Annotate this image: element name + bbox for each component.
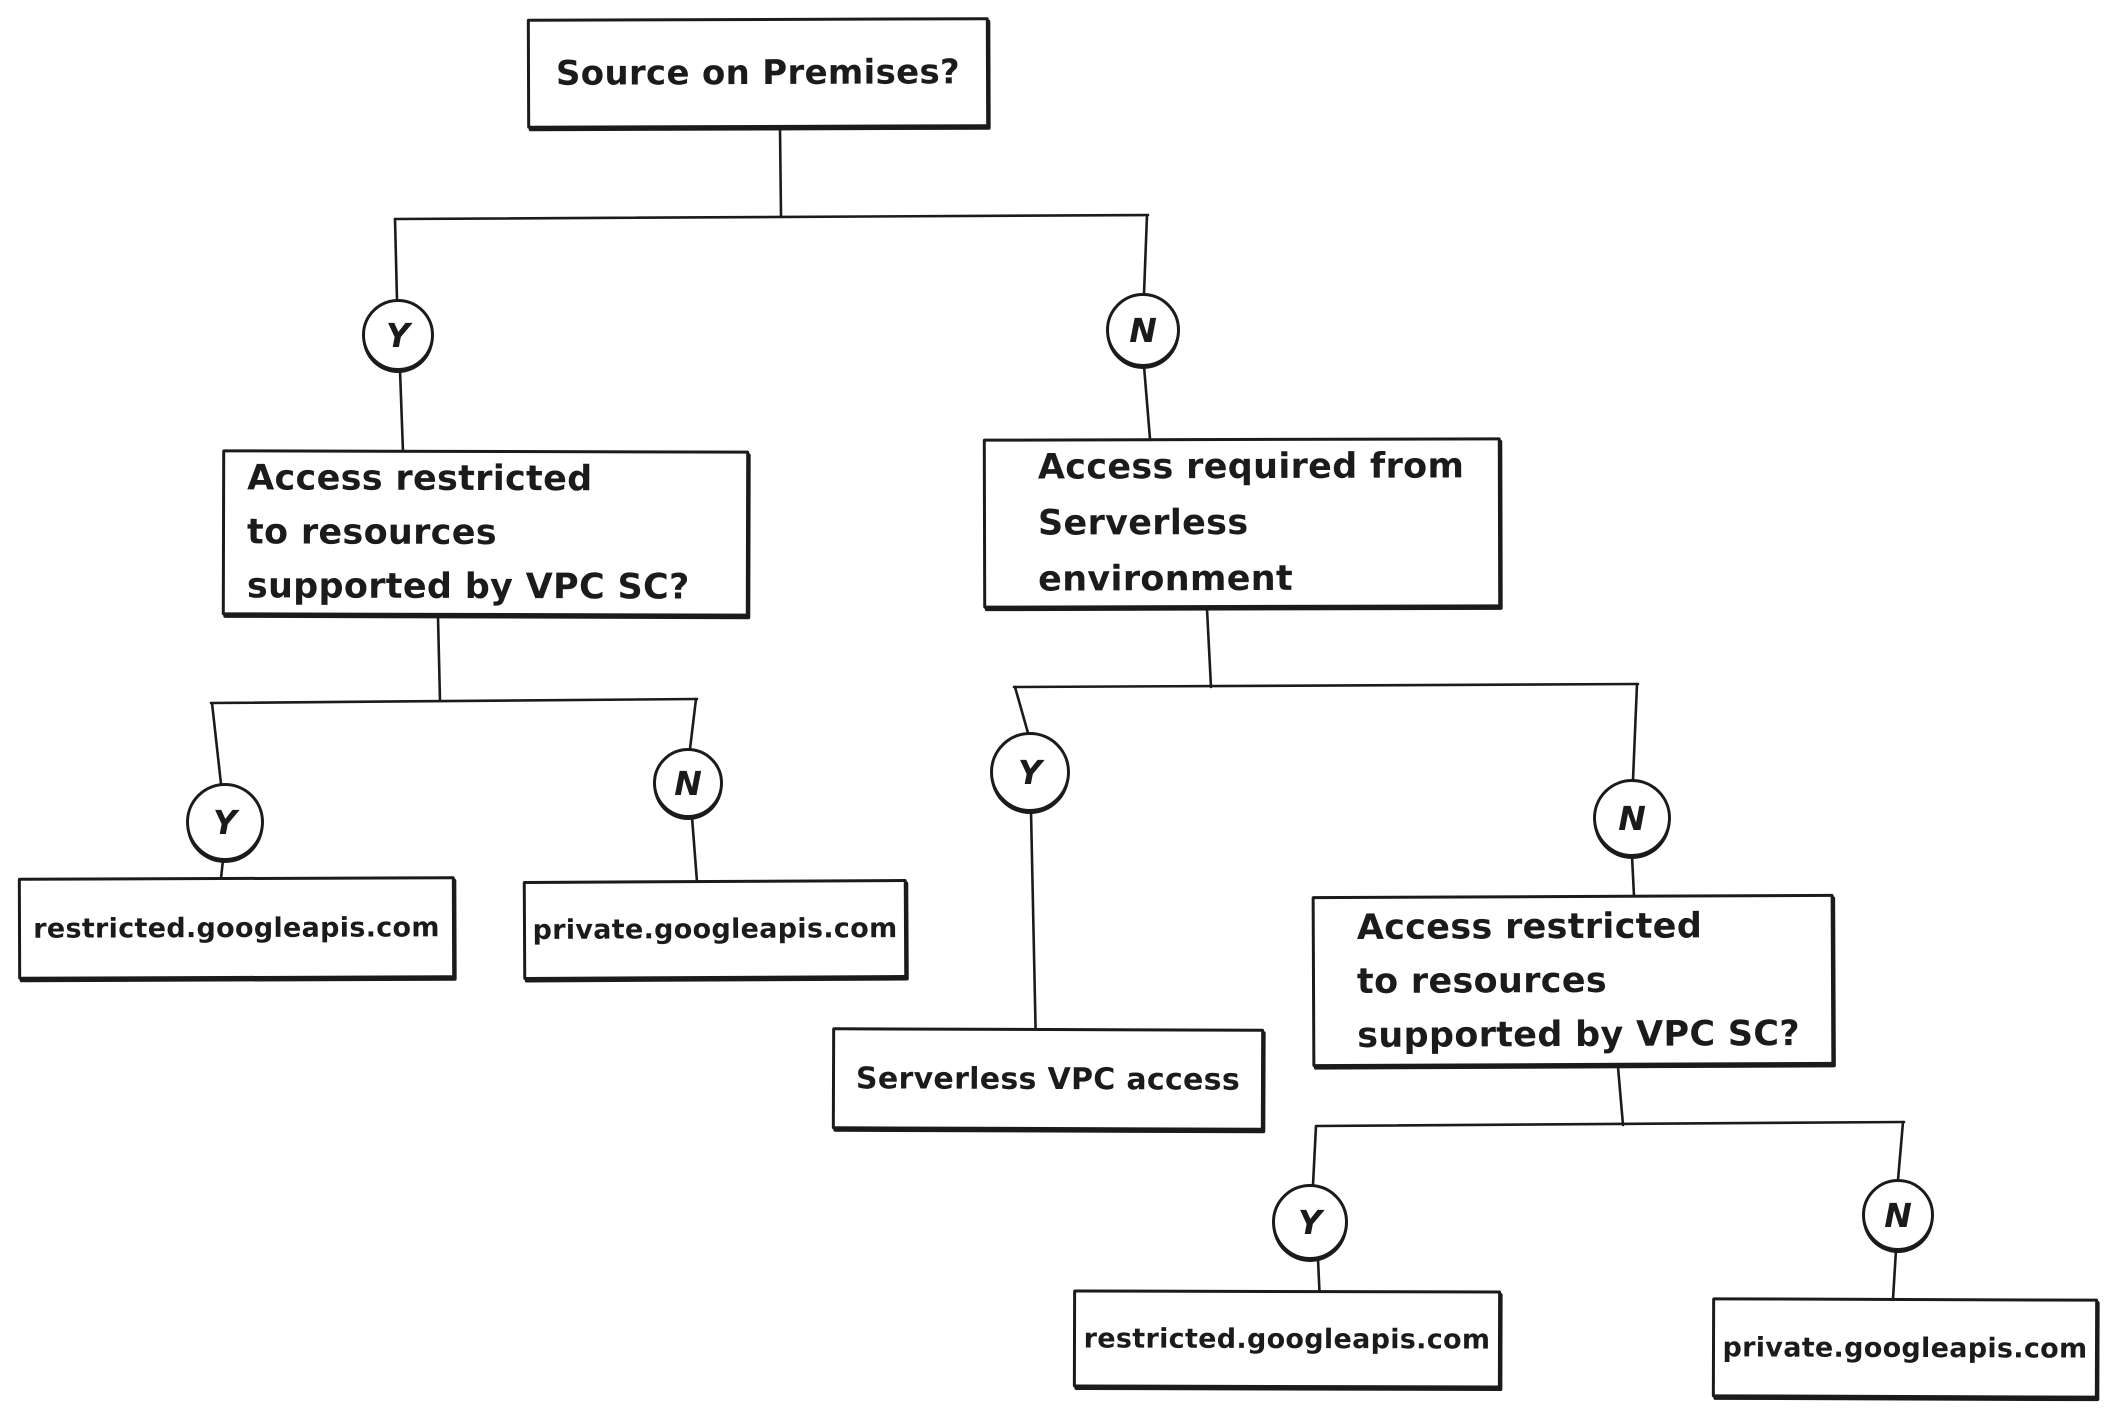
node-restricted-googleapis-right: restricted.googleapis.com: [1072, 1289, 1502, 1389]
edge-level2r-yes-drop: [1013, 685, 1030, 735]
node-source-on-premises: Source on Premises?: [526, 17, 990, 129]
node-serverless-vpc-access: Serverless VPC access: [831, 1027, 1265, 1131]
branch-no-label: N: [674, 763, 702, 803]
edge-yes2r-to-srvacc: [1029, 809, 1038, 1051]
node-access-restricted-vpcsc-right-label: Access restricted to resources supported…: [1356, 905, 1801, 1056]
branch-yes-label: Y: [213, 802, 237, 842]
edge-qright2-stub: [1616, 1065, 1625, 1127]
edge-qleft-stub: [436, 615, 442, 703]
node-access-restricted-vpcsc-left-label: Access restricted to resources supported…: [246, 458, 690, 608]
branch-yes-circle: Y: [186, 783, 264, 861]
edge-level2l-bar: [209, 697, 699, 705]
edge-level1-bar: [393, 213, 1150, 221]
node-private-googleapis-left: private.googleapis.com: [522, 878, 908, 981]
edge-no1-to-qright: [1142, 364, 1152, 441]
edge-no2l-to-leaf: [690, 815, 699, 884]
branch-yes-circle: Y: [990, 732, 1070, 812]
node-private-googleapis-left-label: private.googleapis.com: [532, 913, 898, 946]
edge-level2l-no-drop: [688, 697, 698, 751]
edge-level3-no-drop: [1896, 1120, 1905, 1182]
branch-no-label: N: [1129, 310, 1157, 350]
edge-yes1-to-qleft: [398, 368, 405, 454]
branch-yes-circle: Y: [1272, 1184, 1348, 1260]
edge-level1-yes-drop: [393, 217, 399, 302]
branch-yes-circle: Y: [362, 299, 434, 371]
node-access-restricted-vpcsc-left: Access restricted to resources supported…: [221, 449, 750, 617]
branch-no-label: N: [1618, 798, 1646, 838]
branch-yes-label: Y: [1298, 1202, 1322, 1242]
edge-level2r-no-drop: [1631, 682, 1639, 782]
branch-no-circle: N: [1106, 293, 1180, 367]
edge-level2l-yes-drop: [210, 701, 223, 786]
branch-no-circle: N: [1862, 1179, 1934, 1251]
node-private-googleapis-right: private.googleapis.com: [1711, 1297, 2099, 1399]
branch-no-circle: N: [1593, 779, 1671, 857]
edge-no2r-to-qright2: [1630, 854, 1636, 898]
edge-no3-to-leaf: [1891, 1248, 1898, 1301]
edge-level2r-bar: [1012, 682, 1640, 689]
node-restricted-googleapis-left: restricted.googleapis.com: [17, 876, 456, 980]
node-restricted-googleapis-right-label: restricted.googleapis.com: [1083, 1322, 1491, 1356]
node-restricted-googleapis-left-label: restricted.googleapis.com: [33, 911, 440, 945]
node-private-googleapis-right-label: private.googleapis.com: [1722, 1331, 2088, 1365]
node-access-restricted-vpcsc-right: Access restricted to resources supported…: [1311, 893, 1835, 1068]
branch-yes-label: Y: [386, 315, 410, 355]
branch-yes-label: Y: [1018, 752, 1042, 792]
edge-yes2l-to-leaf: [219, 858, 225, 880]
edge-level1-no-drop: [1142, 213, 1149, 296]
branch-no-circle: N: [653, 748, 723, 818]
branch-no-label: N: [1884, 1195, 1912, 1235]
edge-level3-yes-drop: [1311, 1124, 1318, 1187]
node-serverless-vpc-access-label: Serverless VPC access: [855, 1060, 1241, 1098]
edge-qright-stub: [1205, 607, 1213, 689]
edge-root-stub: [778, 126, 783, 218]
node-source-on-premises-label: Source on Premises?: [555, 52, 961, 94]
node-access-required-serverless-label: Access required from Serverless environm…: [1037, 446, 1465, 600]
edge-level3-bar: [1315, 1120, 1906, 1128]
node-access-required-serverless: Access required from Serverless environm…: [982, 437, 1502, 609]
